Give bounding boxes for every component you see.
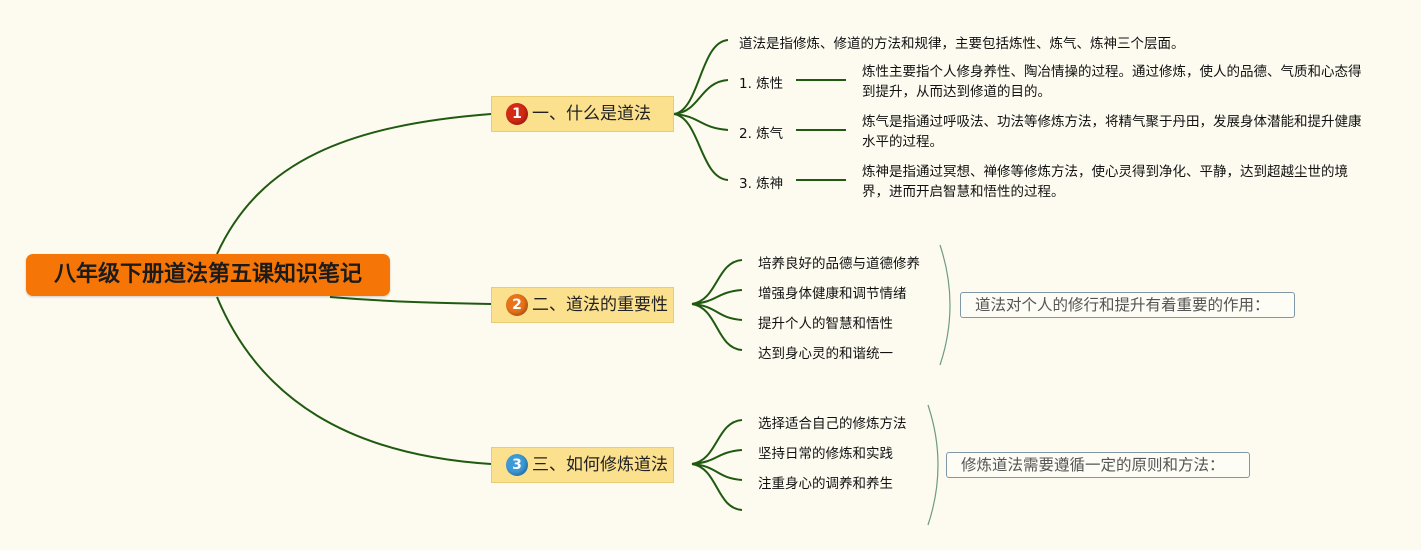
branch-3-summary[interactable]: 修炼道法需要遵循一定的原则和方法： <box>946 452 1250 478</box>
branch-1-intro[interactable]: 道法是指修炼、修道的方法和规律，主要包括炼性、炼气、炼神三个层面。 <box>739 36 1185 52</box>
summary-bracket-2 <box>939 244 951 366</box>
number-badge-2-icon: 2 <box>506 294 528 316</box>
root-topic[interactable]: 八年级下册道法第五课知识笔记 <box>26 254 390 296</box>
link-b1-intro <box>673 39 729 115</box>
link-b2-item-3 <box>691 303 743 321</box>
link-b2-item-1 <box>691 259 743 305</box>
number-badge-3-icon: 3 <box>506 454 528 476</box>
branch-3-item[interactable]: 注重身心的调养和养生 <box>758 476 893 492</box>
link-b1-item-1 <box>673 79 729 115</box>
link-b3-item-1 <box>691 419 743 465</box>
branch-1-item-label[interactable]: 1. 炼性 <box>739 76 784 92</box>
link-b3-item-2 <box>691 449 743 465</box>
branch-2-summary[interactable]: 道法对个人的修行和提升有着重要的作用： <box>960 292 1295 318</box>
branch-title: 二、道法的重要性 <box>532 295 668 315</box>
link-root-branch-2 <box>329 296 492 305</box>
branch-what-is-daofa[interactable]: 1 一、什么是道法 <box>491 96 674 132</box>
link-b1-item-2 <box>673 113 729 131</box>
branch-2-item[interactable]: 增强身体健康和调节情绪 <box>758 286 907 302</box>
branch-2-item[interactable]: 培养良好的品德与道德修养 <box>758 256 920 272</box>
branch-1-item-desc[interactable]: 炼性主要指个人修身养性、陶冶情操的过程。通过修炼，使人的品德、气质和心态得到提升… <box>862 64 1362 100</box>
link-b3-item-3 <box>691 463 743 481</box>
branch-2-item[interactable]: 提升个人的智慧和悟性 <box>758 316 893 332</box>
branch-title: 一、什么是道法 <box>532 104 651 124</box>
branch-1-item-label[interactable]: 3. 炼神 <box>739 176 784 192</box>
link-root-branch-3 <box>216 296 492 465</box>
branch-1-item-desc[interactable]: 炼气是指通过呼吸法、功法等修炼方法，将精气聚于丹田，发展身体潜能和提升健康水平的… <box>862 114 1362 150</box>
branch-1-item-label[interactable]: 2. 炼气 <box>739 126 784 142</box>
number-badge-1-icon: 1 <box>506 103 528 125</box>
branch-1-item-desc[interactable]: 炼神是指通过冥想、禅修等修炼方法，使心灵得到净化、平静，达到超越尘世的境界，进而… <box>862 164 1348 200</box>
branch-importance[interactable]: 2 二、道法的重要性 <box>491 287 674 323</box>
link-b3-item-4 <box>691 463 743 511</box>
link-b2-item-4 <box>691 303 743 351</box>
branch-how-to-practice[interactable]: 3 三、如何修炼道法 <box>491 447 674 483</box>
link-b2-item-2 <box>691 289 743 305</box>
branch-2-item[interactable]: 达到身心灵的和谐统一 <box>758 346 893 362</box>
link-b1-item-3 <box>673 113 729 181</box>
branch-3-item[interactable]: 坚持日常的修炼和实践 <box>758 446 893 462</box>
branch-title: 三、如何修炼道法 <box>532 455 668 475</box>
branch-3-item[interactable]: 选择适合自己的修炼方法 <box>758 416 907 432</box>
link-root-branch-1 <box>216 113 492 255</box>
summary-bracket-3 <box>927 404 939 526</box>
